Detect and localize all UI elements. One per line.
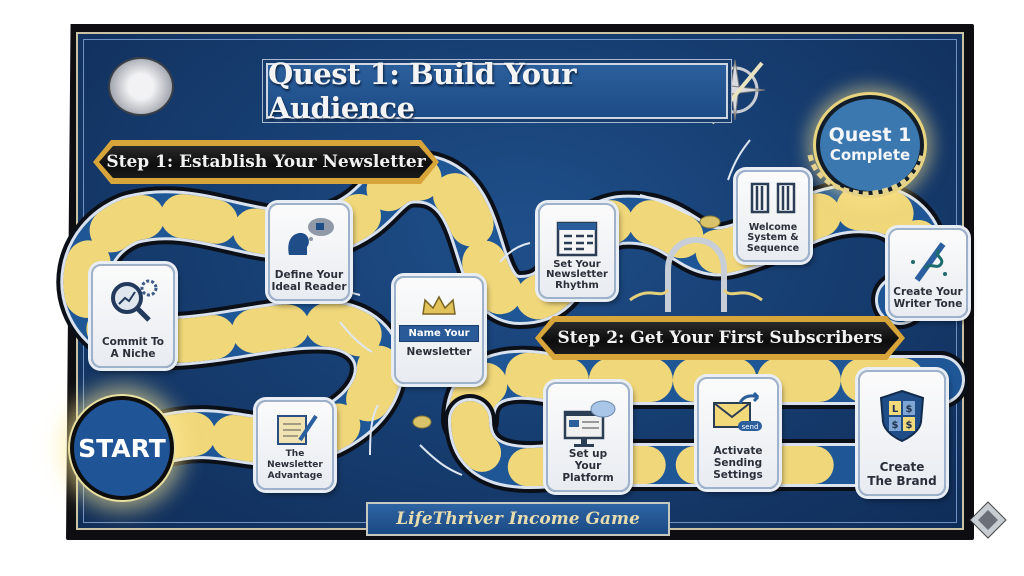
scroll-quill-icon (277, 414, 318, 445)
tile-activate-sending-settings[interactable]: send Activate Sending Settings (697, 377, 779, 489)
game-name: LifeThriver Income Game (396, 509, 640, 529)
quest-complete-line1: Quest 1 (828, 124, 912, 146)
calendar-icon (556, 221, 598, 257)
laurel-wreath-icon (807, 154, 925, 197)
envelope-send-icon: send (713, 391, 762, 431)
crown-icon (422, 295, 456, 315)
head-thought-icon (288, 218, 334, 255)
svg-text:$: $ (892, 420, 899, 431)
tile-label: Create Your Writer Tone (893, 286, 963, 310)
quest-title-banner: Quest 1: Build Your Audience (266, 57, 728, 125)
tile-label: Activate Sending Settings (713, 445, 763, 481)
game-name-banner: LifeThriver Income Game (366, 502, 670, 536)
tile-label: Define Your Ideal Reader (271, 269, 347, 293)
quest-title: Quest 1: Build Your Audience (268, 57, 577, 125)
svg-text:$: $ (906, 404, 913, 415)
send-badge: send (742, 423, 759, 431)
step-2-label: Step 2: Get Your First Subscribers (557, 328, 883, 348)
tile-label: Newsletter (406, 345, 472, 358)
tile-label: Create The Brand (867, 460, 937, 488)
tile-label: The Newsletter Advantage (267, 449, 323, 481)
tile-welcome-system-sequence[interactable]: Welcome System & Sequence (736, 170, 810, 262)
step-1-label: Step 1: Establish Your Newsletter (106, 152, 426, 172)
tile-commit-to-a-niche[interactable]: Commit To A Niche (91, 264, 175, 368)
tile-label: Set up Your Platform (562, 448, 614, 484)
step-1-banner: Step 1: Establish Your Newsletter (93, 140, 439, 184)
start-space[interactable]: START (70, 396, 174, 500)
tile-label: Commit To A Niche (101, 336, 165, 360)
corner-ornament-icon (969, 501, 1007, 539)
tile-create-writer-tone[interactable]: Create Your Writer Tone (888, 228, 968, 318)
start-label: START (78, 433, 166, 463)
tile-set-up-platform[interactable]: Set up Your Platform (546, 382, 630, 492)
compass-icon (108, 57, 174, 116)
quest-complete-space[interactable]: Quest 1 Complete (816, 95, 924, 195)
monitor-cloud-icon (563, 400, 616, 447)
tile-label: Set Your Newsletter Rhythm (546, 258, 608, 291)
gate-icon (750, 182, 796, 214)
svg-text:L: L (892, 404, 899, 415)
tile-name-your-newsletter[interactable]: Name Your Newsletter (394, 276, 484, 384)
svg-text:$: $ (906, 420, 913, 431)
tile-label: Welcome System & Sequence (746, 221, 800, 254)
shield-icon: L $ $ $ (879, 389, 925, 443)
tile-create-the-brand[interactable]: L $ $ $ Create The Brand (858, 370, 946, 496)
tile-newsletter-advantage[interactable]: The Newsletter Advantage (256, 400, 334, 490)
quest-complete-line2: Complete (829, 146, 911, 164)
step-2-banner: Step 2: Get Your First Subscribers (535, 316, 905, 360)
tile-set-newsletter-rhythm[interactable]: Set Your Newsletter Rhythm (538, 203, 616, 299)
magnifier-chart-icon (111, 279, 158, 322)
name-your-ribbon: Name Your (399, 324, 479, 342)
tile-define-ideal-reader[interactable]: Define Your Ideal Reader (268, 203, 350, 301)
fountain-pen-icon (911, 242, 947, 282)
